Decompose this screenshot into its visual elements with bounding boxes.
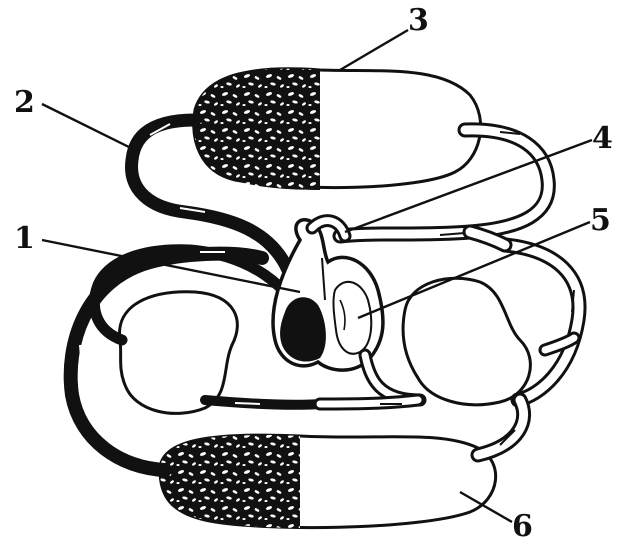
right-capillary-bed (403, 278, 530, 405)
label-4: 4 (592, 121, 613, 156)
label-3: 3 (408, 3, 429, 38)
upper-capillary-bed (194, 69, 481, 190)
label-1: 1 (14, 221, 35, 256)
left-capillary-bed (120, 292, 238, 414)
label-5: 5 (590, 203, 611, 238)
lower-capillary-bed (160, 435, 496, 528)
leader-2 (42, 104, 135, 150)
label-2: 2 (14, 85, 35, 120)
label-6: 6 (512, 509, 533, 544)
heart-light-chamber (333, 282, 371, 354)
leader-3 (340, 30, 408, 70)
heart (273, 220, 383, 370)
